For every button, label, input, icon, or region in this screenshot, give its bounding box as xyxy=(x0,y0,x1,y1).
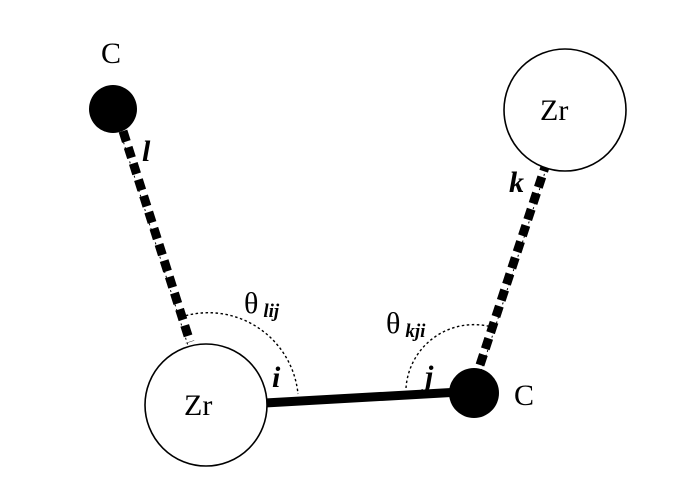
bond-label-j: j xyxy=(421,360,434,393)
angle-label-lij: θ lij xyxy=(244,287,280,322)
bond-ij-solid xyxy=(264,387,461,408)
angle-arc-kji xyxy=(405,323,496,389)
angle-kji-subscript: kji xyxy=(405,321,426,342)
angle-arc-lij xyxy=(180,312,299,395)
atom-c-j xyxy=(449,368,499,418)
angle-label-kji: θ kji xyxy=(386,307,426,342)
bond-l-dashed xyxy=(118,129,195,344)
angle-lij-symbol: θ xyxy=(244,287,258,320)
atom-label-c-top-left: C xyxy=(101,37,121,70)
bond-k-dashed xyxy=(475,156,553,367)
atom-zr-i xyxy=(144,343,268,467)
atom-zr-top-right xyxy=(503,48,627,172)
angle-kji-symbol: θ xyxy=(386,307,400,340)
atom-label-zr-top-right: Zr xyxy=(540,94,568,127)
bond-label-i: i xyxy=(272,361,281,394)
bond-label-l: l xyxy=(142,135,151,168)
atom-c-top-left xyxy=(89,85,137,133)
bond-label-k: k xyxy=(509,166,524,199)
angle-lij-subscript: lij xyxy=(263,301,280,322)
atom-label-c-j: C xyxy=(514,379,534,412)
atom-label-zr-i: Zr xyxy=(184,389,212,422)
